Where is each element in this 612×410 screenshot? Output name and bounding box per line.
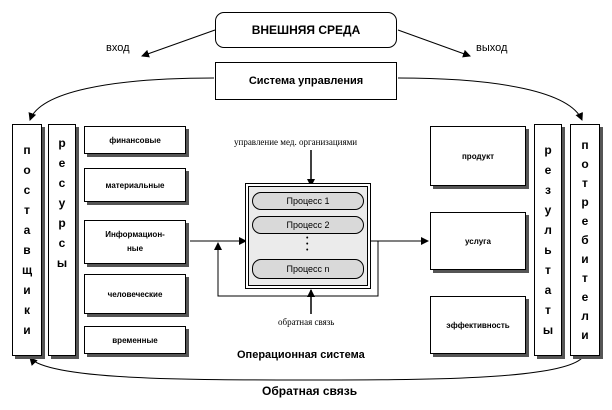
operating-system-label: Операционная система (237, 349, 365, 361)
external-environment-label: ВНЕШНЯЯ СРЕДА (251, 23, 361, 37)
env-to-output-arrow (397, 29, 471, 58)
resource-human: человеческие (84, 274, 186, 314)
output-label: выход (476, 42, 508, 54)
process-ellipsis: • • • (306, 235, 309, 254)
consumers-letter: е (581, 289, 589, 304)
result-product: продукт (430, 126, 526, 186)
results-letter: ь (544, 243, 552, 257)
control-system-box: Система управления (215, 62, 397, 100)
consumers-letter: л (581, 308, 589, 323)
results-letter: т (545, 263, 551, 277)
result-service: услуга (430, 212, 526, 270)
suppliers-letter: щ (21, 263, 33, 277)
control-to-suppliers-curve (28, 77, 215, 121)
external-environment-box: ВНЕШНЯЯ СРЕДА (215, 12, 397, 48)
control-to-consumers-curve (397, 77, 583, 121)
consumers-letter: е (581, 213, 589, 228)
process-n: Процесс n (252, 259, 364, 279)
suppliers-letter: к (23, 303, 30, 317)
outer-feedback-curve (29, 357, 583, 381)
process-1: Процесс 1 (252, 192, 364, 210)
results-letter: ы (542, 323, 554, 337)
suppliers-box: п о с т а в щ и к и (12, 124, 42, 356)
suppliers-letter: о (23, 163, 31, 177)
results-letter: е (544, 163, 552, 177)
consumers-letter: т (582, 175, 588, 190)
suppliers-letter: п (23, 143, 31, 157)
consumers-letter: и (581, 251, 589, 266)
resource-time: временные (84, 326, 186, 354)
consumers-letter: р (581, 194, 589, 209)
outer-feedback-label: Обратная связь (262, 384, 358, 398)
resource-financial: финансовые (84, 126, 186, 154)
process-2: Процесс 2 (252, 216, 364, 234)
consumers-letter: б (581, 232, 589, 247)
resources-letter: с (58, 236, 66, 250)
management-label: управление мед. организациями (234, 137, 358, 147)
consumers-letter: п (581, 137, 589, 152)
suppliers-letter: и (23, 283, 31, 297)
results-box: р е з у л ь т а т ы (534, 124, 562, 356)
resources-box: р е с у р с ы (48, 124, 76, 356)
resource-material: материальные (84, 168, 186, 202)
consumers-box: п о т р е б и т е л и (570, 124, 600, 356)
resources-letter: р (58, 216, 66, 230)
suppliers-letter: с (23, 183, 31, 197)
suppliers-letter: т (24, 203, 30, 217)
consumers-letter: и (581, 327, 589, 342)
input-label: вход (106, 42, 130, 54)
results-letter: т (545, 303, 551, 317)
results-letter: у (544, 203, 552, 217)
resources-letter: р (58, 136, 66, 150)
results-letter: р (544, 143, 552, 157)
results-letter: а (544, 283, 552, 297)
result-efficiency: эффективность (430, 296, 526, 354)
suppliers-letter: и (23, 323, 31, 337)
control-system-label: Система управления (248, 75, 364, 87)
resources-letter: ы (56, 256, 68, 270)
suppliers-letter: в (23, 243, 31, 257)
suppliers-letter: а (23, 223, 31, 237)
env-to-input-arrow (141, 29, 216, 58)
resource-information: Информацион- ные (84, 220, 186, 264)
resources-letter: е (58, 156, 66, 170)
results-letter: л (544, 223, 552, 237)
consumers-letter: т (582, 270, 588, 285)
feedback-loop (217, 241, 379, 297)
consumers-letter: о (581, 156, 589, 171)
resources-letter: у (58, 196, 66, 210)
results-letter: з (545, 183, 551, 197)
resources-letter: с (58, 176, 66, 190)
feedback-inner-label: обратная связь (278, 317, 335, 327)
